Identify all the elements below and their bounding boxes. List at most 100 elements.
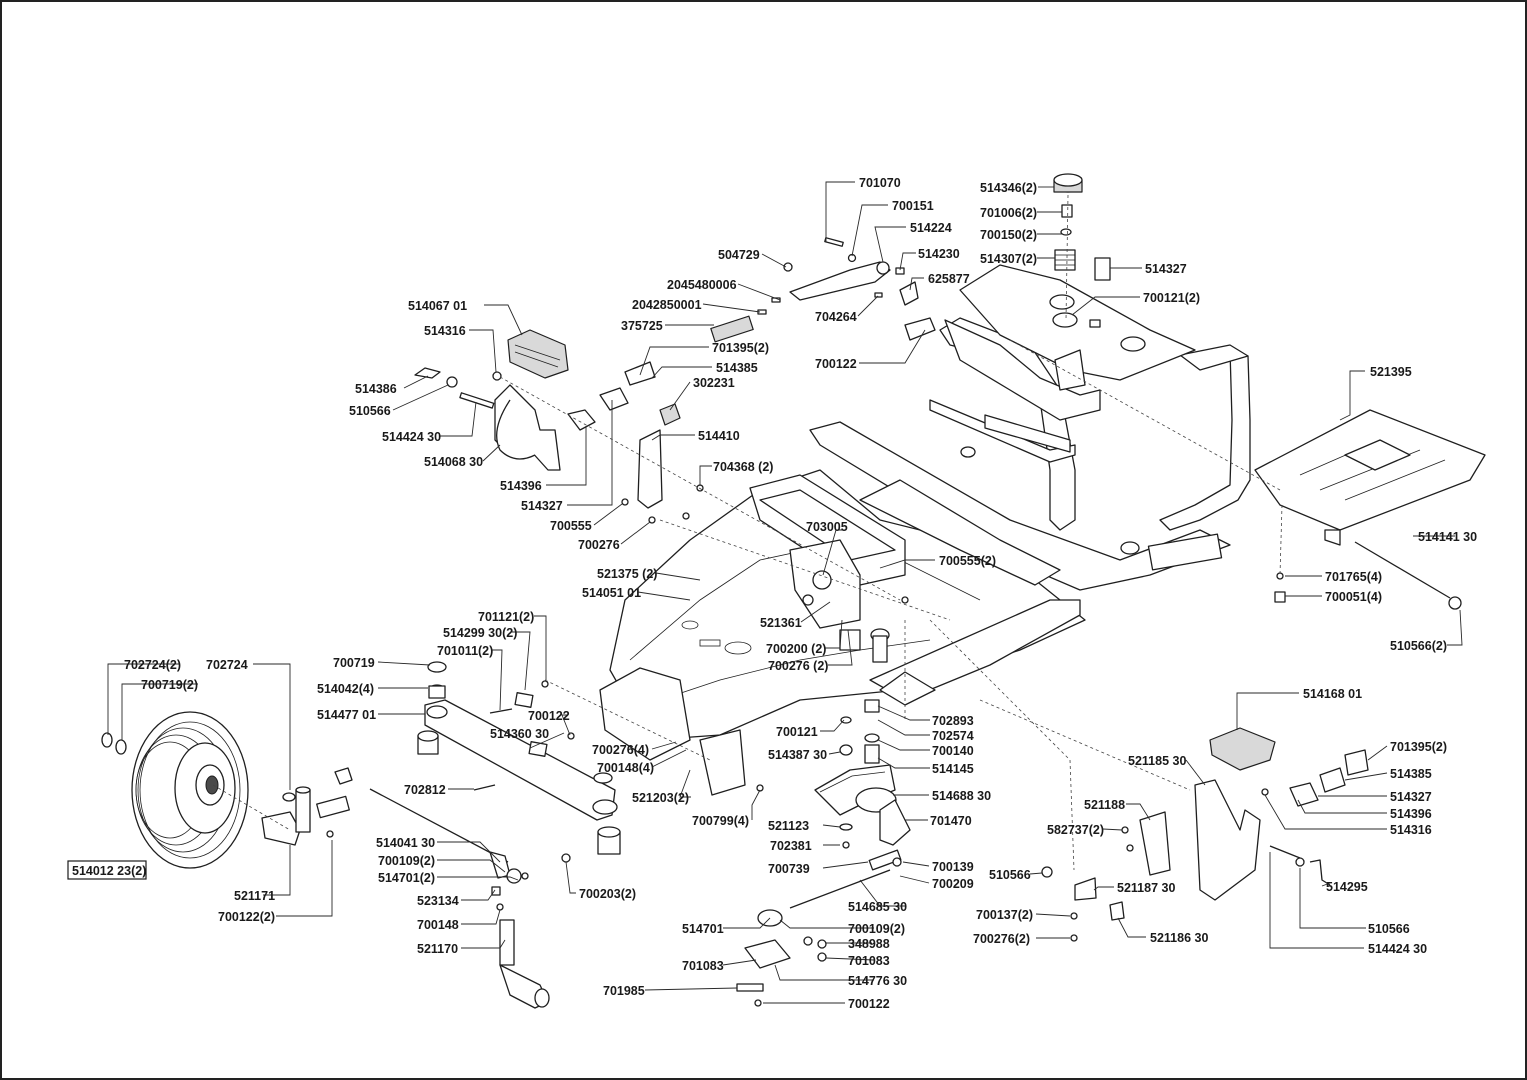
label-700799: 700799(4) [692,814,749,828]
label-521203: 521203(2) [632,791,689,805]
right-pedal-assembly [1041,541,1462,942]
label-504729: 504729 [718,248,760,262]
label-701121: 701121(2) [478,610,534,624]
label-625877: 625877 [928,272,970,286]
label-514477-01: 514477 01 [317,708,376,722]
label-702381: 702381 [770,839,812,853]
label-521395: 521395 [1370,365,1412,379]
label-510566-c: 510566 [1368,922,1410,936]
label-375725: 375725 [621,319,663,333]
chassis-frame [599,264,1251,796]
label-700276-2-b: 700276(2) [973,932,1030,946]
label-701011: 701011(2) [437,644,493,658]
label-701083-a: 701083 [682,959,724,973]
label-700209: 700209 [932,877,974,891]
label-700122-c: 700122 [848,997,890,1011]
label-514327-a: 514327 [1145,262,1187,276]
label-700148: 700148 [417,918,459,932]
label-514327-b: 514327 [521,499,563,513]
label-701470: 701470 [930,814,972,828]
label-514776-30: 514776 30 [848,974,907,988]
label-582737: 582737(2) [1047,823,1104,837]
label-704368: 704368 (2) [713,460,773,474]
label-514360-30: 514360 30 [490,727,549,741]
spindle-and-tie-rod [261,767,550,1009]
label-514068-30: 514068 30 [424,455,483,469]
assembly-dashes [212,194,1283,871]
label-700122-b: 700122 [528,709,570,723]
label-2042850001: 2042850001 [632,298,702,312]
label-701083-b: 701083 [848,954,890,968]
label-514387-30: 514387 30 [768,748,827,762]
label-700276-2-a: 700276 (2) [768,659,828,673]
label-514168-01: 514168 01 [1303,687,1362,701]
label-701765: 701765(4) [1325,570,1382,584]
label-700203: 700203(2) [579,887,636,901]
label-514051-01: 514051 01 [582,586,641,600]
label-700151: 700151 [892,199,934,213]
front-wheel-514012-23 [101,711,249,869]
label-521188: 521188 [1084,798,1125,812]
label-514299-30: 514299 30(2) [443,626,517,640]
brake-lever-assembly [710,237,919,343]
label-700276: 700276 [578,538,620,552]
label-701395-a: 701395(2) [712,341,769,355]
seat-knob-assembly [1052,173,1111,328]
label-510566-b: 510566 [989,868,1031,882]
label-701006: 701006(2) [980,206,1037,220]
label-2045480006: 2045480006 [667,278,737,292]
label-514701: 514701 [682,922,724,936]
label-703005: 703005 [806,520,848,534]
label-700739: 700739 [768,862,810,876]
label-521375: 521375 (2) [597,567,657,581]
label-523134: 523134 [417,894,459,908]
label-700109-a: 700109(2) [378,854,435,868]
label-700200: 700200 (2) [766,642,826,656]
label-700122-a: 700122 [815,357,857,371]
label-700276-4: 700276(4) [592,743,649,757]
label-514295: 514295 [1326,880,1368,894]
label-521185-30: 521185 30 [1128,754,1186,768]
label-700140: 700140 [932,744,974,758]
label-510566-a: 510566 [349,404,391,418]
label-302231: 302231 [693,376,735,390]
label-514346: 514346(2) [980,181,1037,195]
label-700122-2: 700122(2) [218,910,275,924]
label-521186-30: 521186 30 [1150,931,1208,945]
front-axle-assembly [417,661,764,863]
label-700139: 700139 [932,860,974,874]
label-700555-2: 700555(2) [939,554,996,568]
label-700150: 700150(2) [980,228,1037,242]
label-514424-30-b: 514424 30 [1368,942,1427,956]
label-348988: 348988 [848,937,890,951]
label-701985: 701985 [603,984,645,998]
label-521171: 521171 [234,889,275,903]
part-labels: 701070 700151 514224 514230 625877 50472… [67,176,1477,1011]
label-701070: 701070 [859,176,901,190]
label-514307: 514307(2) [980,252,1037,266]
label-700121-b: 700121 [776,725,818,739]
label-514145: 514145 [932,762,974,776]
leader-lines [107,181,1463,1004]
label-514701-2: 514701(2) [378,871,435,885]
label-514327-c: 514327 [1390,790,1432,804]
label-702724-2: 702724(2) [124,658,181,672]
label-514316-b: 514316 [1390,823,1432,837]
label-704264: 704264 [815,310,857,324]
label-514042: 514042(4) [317,682,374,696]
label-702812: 702812 [404,783,446,797]
label-514141-30: 514141 30 [1418,530,1477,544]
label-701395-b: 701395(2) [1390,740,1447,754]
label-702574: 702574 [932,729,974,743]
label-700137: 700137(2) [976,908,1033,922]
label-514385-a: 514385 [716,361,758,375]
label-514385-b: 514385 [1390,767,1432,781]
label-514012-23: 514012 23(2) [72,864,146,878]
label-514410: 514410 [698,429,740,443]
label-box-514012-23 [67,860,147,880]
label-514230: 514230 [918,247,960,261]
label-700109-b: 700109(2) [848,922,905,936]
floor-panel-521395 [1254,409,1486,546]
label-521187-30: 521187 30 [1117,881,1175,895]
